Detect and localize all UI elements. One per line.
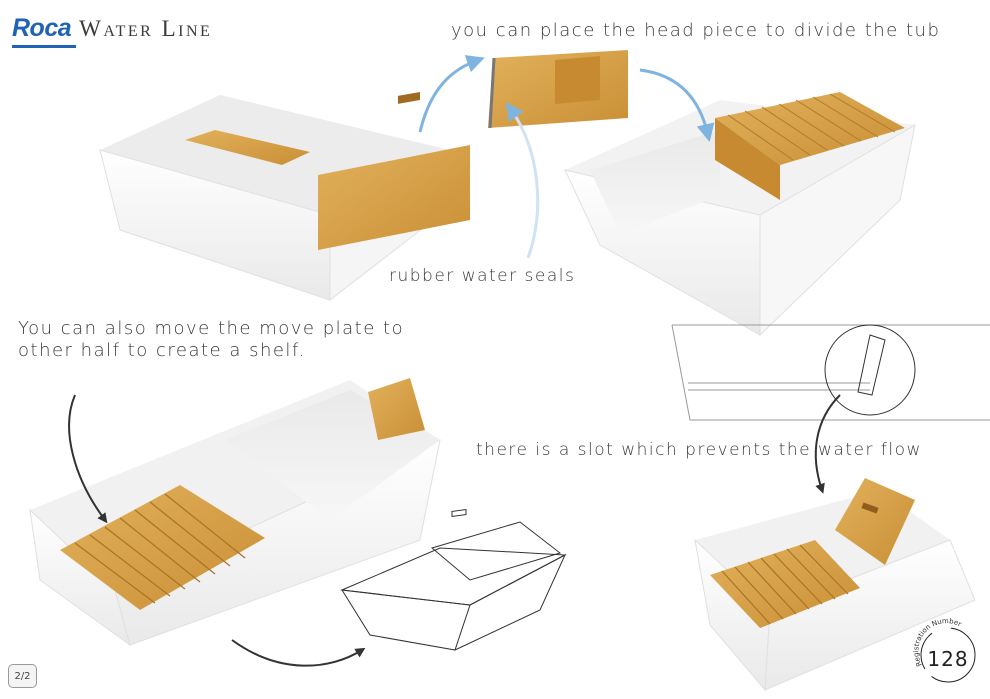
registration-number: 128 (927, 647, 969, 671)
caption-head-piece: you can place the head piece to divide t… (451, 20, 941, 41)
arrow-seals (505, 102, 540, 259)
product-line-title: Water Line (79, 16, 213, 41)
tub-top-left (99, 91, 470, 302)
tub-bottom-right (694, 478, 976, 692)
arrow-to-tub (639, 68, 715, 143)
tub-bottom-left (29, 378, 441, 647)
registration-ring: Registration Number (912, 617, 976, 683)
caption-slot: there is a slot which prevents the water… (476, 440, 922, 460)
head-piece-board (488, 50, 628, 129)
slot-section-drawing (671, 324, 990, 421)
tub-outline-drawing (340, 508, 567, 651)
tub-top-right (564, 92, 916, 337)
arrow-move-plate (68, 394, 108, 524)
roca-logo: Roca (12, 14, 72, 42)
caption-move-plate: You can also move the move plate to othe… (18, 318, 405, 361)
caption-rubber-seals: rubber water seals (389, 266, 576, 286)
arrow-slot (814, 394, 841, 494)
logo-underline (12, 45, 76, 48)
brand-header: Roca Water Line (12, 14, 213, 48)
page-indicator: 2/2 (8, 664, 37, 688)
arrow-to-headpiece (418, 55, 485, 133)
registration-stamp: Registration Number 128 (912, 617, 984, 689)
arrow-to-outline (231, 639, 366, 667)
